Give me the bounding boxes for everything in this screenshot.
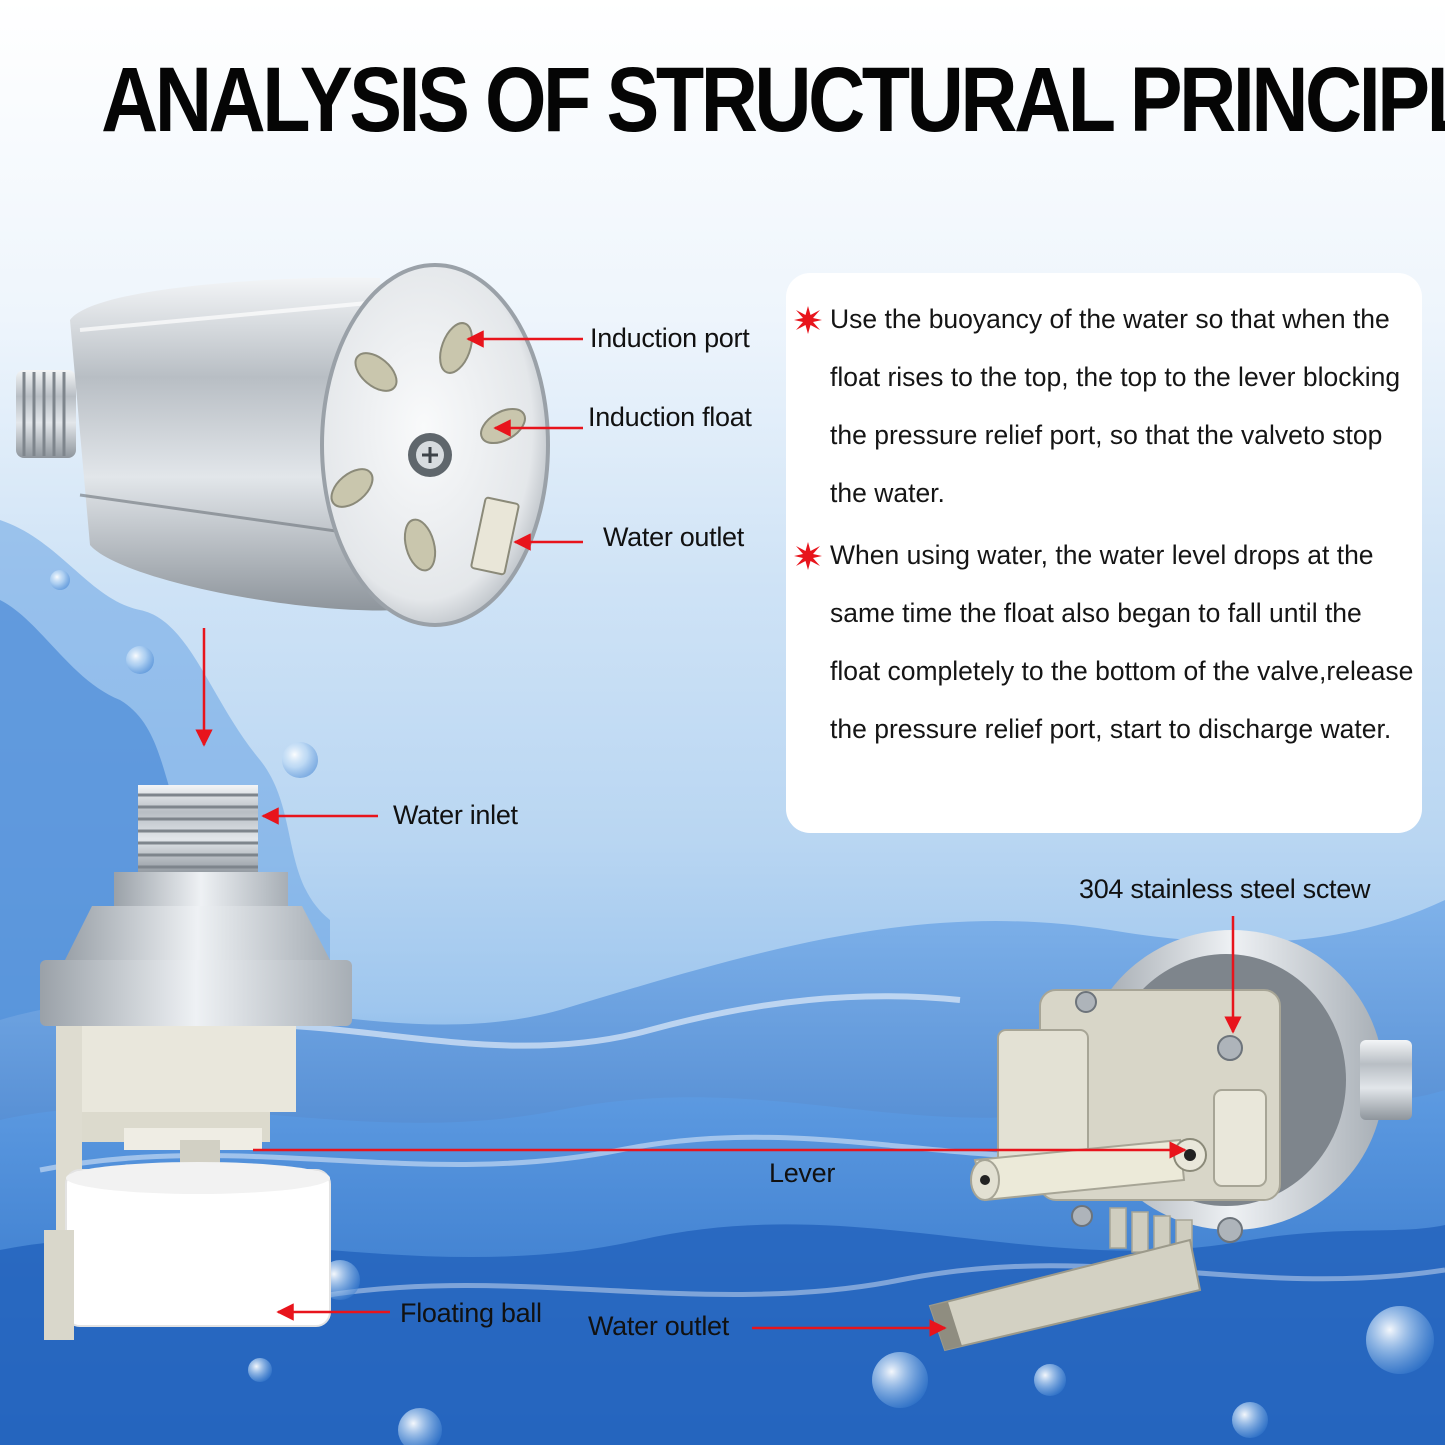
page-title: ANALYSIS OF STRUCTURAL PRINCIPLE — [101, 49, 1445, 151]
label-water-outlet-top: Water outlet — [603, 522, 744, 552]
label-lever: Lever — [769, 1158, 836, 1188]
red-burst-icon — [794, 306, 822, 334]
label-floating-ball: Floating ball — [400, 1298, 542, 1328]
description-point-2: When using water, the water level drops … — [830, 540, 1414, 744]
label-water-inlet: Water inlet — [393, 800, 518, 830]
label-water-outlet-bottom: Water outlet — [588, 1311, 729, 1341]
red-burst-icon — [794, 542, 822, 570]
label-induction-port: Induction port — [590, 323, 750, 353]
description-point-1: Use the buoyancy of the water so that wh… — [830, 304, 1401, 508]
description-card: Use the buoyancy of the water so that wh… — [786, 273, 1422, 833]
label-screw: 304 stainless steel sctew — [1079, 874, 1371, 904]
label-induction-float: Induction float — [588, 402, 752, 432]
